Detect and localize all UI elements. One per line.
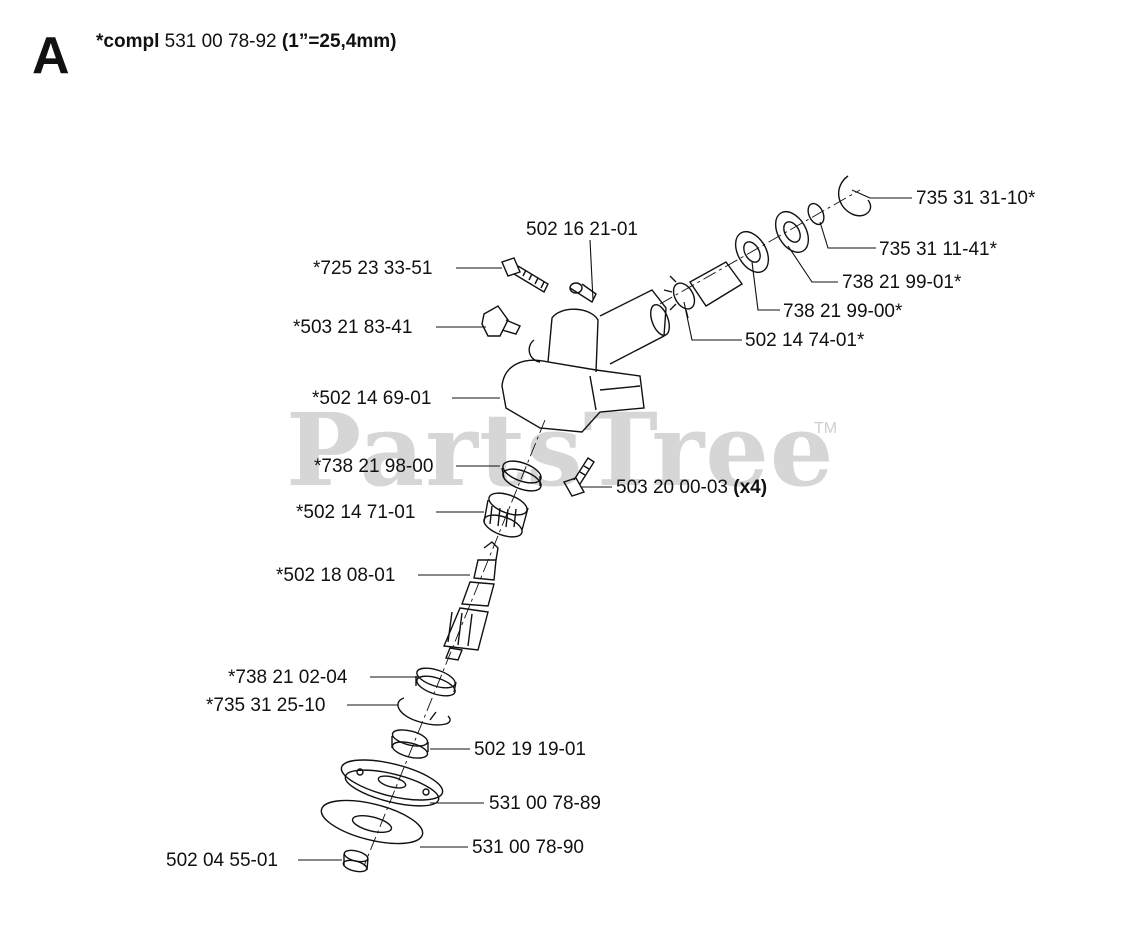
screw-503-20-00-03 [562, 457, 595, 497]
support-disc [320, 799, 424, 845]
label-738-21-99-00: 738 21 99-00* [783, 301, 903, 322]
label-503-20-00-03: 503 20 00-03 (x4) [616, 478, 767, 497]
label-735-31-25-10: *735 31 25-10 [206, 695, 326, 716]
label-502-19-19-01: 502 19 19-01 [474, 739, 586, 760]
section-letter: A [32, 27, 70, 85]
leader-lines [298, 189, 912, 861]
label-502-14-74-01: 502 14 74-01* [745, 330, 865, 351]
screw-725-23-33-51 [501, 257, 549, 293]
circlip-lower [397, 697, 451, 726]
label-738-21-98-00: *738 21 98-00 [314, 456, 434, 477]
spacer-bushing [391, 729, 429, 759]
label-725-23-33-51: *725 23 33-51 [313, 258, 433, 279]
support-cup [340, 759, 444, 807]
plug-503-21-83-41 [481, 305, 521, 337]
header-prefix: *compl [96, 31, 160, 52]
assembly-header: *compl 531 00 78-92 (1”=25,4mm) [96, 32, 397, 51]
bevel-gear [483, 492, 529, 538]
gear-housing [501, 289, 670, 433]
label-502-14-69-01: *502 14 69-01 [312, 388, 432, 409]
label-735-31-11-41: 735 31 11-41* [879, 239, 997, 260]
output-shaft [442, 541, 499, 661]
label-738-21-02-04: *738 21 02-04 [228, 667, 348, 688]
label-502-18-08-01: *502 18 08-01 [276, 565, 396, 586]
center-axis [363, 189, 861, 867]
bearing-upper [774, 211, 810, 253]
bearing-738-21-02-04 [415, 667, 457, 697]
label-531-00-78-89: 531 00 78-89 [489, 793, 601, 814]
label-503-21-83-41: *503 21 83-41 [293, 317, 413, 338]
label-531-00-78-90: 531 00 78-90 [472, 837, 584, 858]
nut [342, 849, 369, 873]
circlip-top [838, 175, 872, 217]
label-502-14-71-01: *502 14 71-01 [296, 502, 416, 523]
label-502-04-55-01: 502 04 55-01 [166, 850, 278, 871]
screw-502-16-21-01 [569, 282, 597, 304]
label-735-31-31-10: 735 31 31-10* [916, 188, 1036, 209]
watermark-trademark: TM [814, 420, 838, 437]
label-502-16-21-01: 502 16 21-01 [526, 219, 638, 240]
header-conversion: (1”=25,4mm) [281, 31, 397, 52]
pinion-gear [663, 261, 744, 319]
label-503-20-00-03-number: 503 20 00-03 [616, 477, 728, 498]
label-738-21-99-01: 738 21 99-01* [842, 272, 962, 293]
bearing-738-21-98-00 [501, 460, 542, 492]
header-part-number: 531 00 78-92 [164, 31, 277, 52]
watermark-partstree: PartsTree [286, 391, 835, 509]
washer-top [807, 202, 825, 226]
label-503-20-00-03-quantity: (x4) [733, 477, 768, 498]
bearing-lower [734, 231, 770, 273]
